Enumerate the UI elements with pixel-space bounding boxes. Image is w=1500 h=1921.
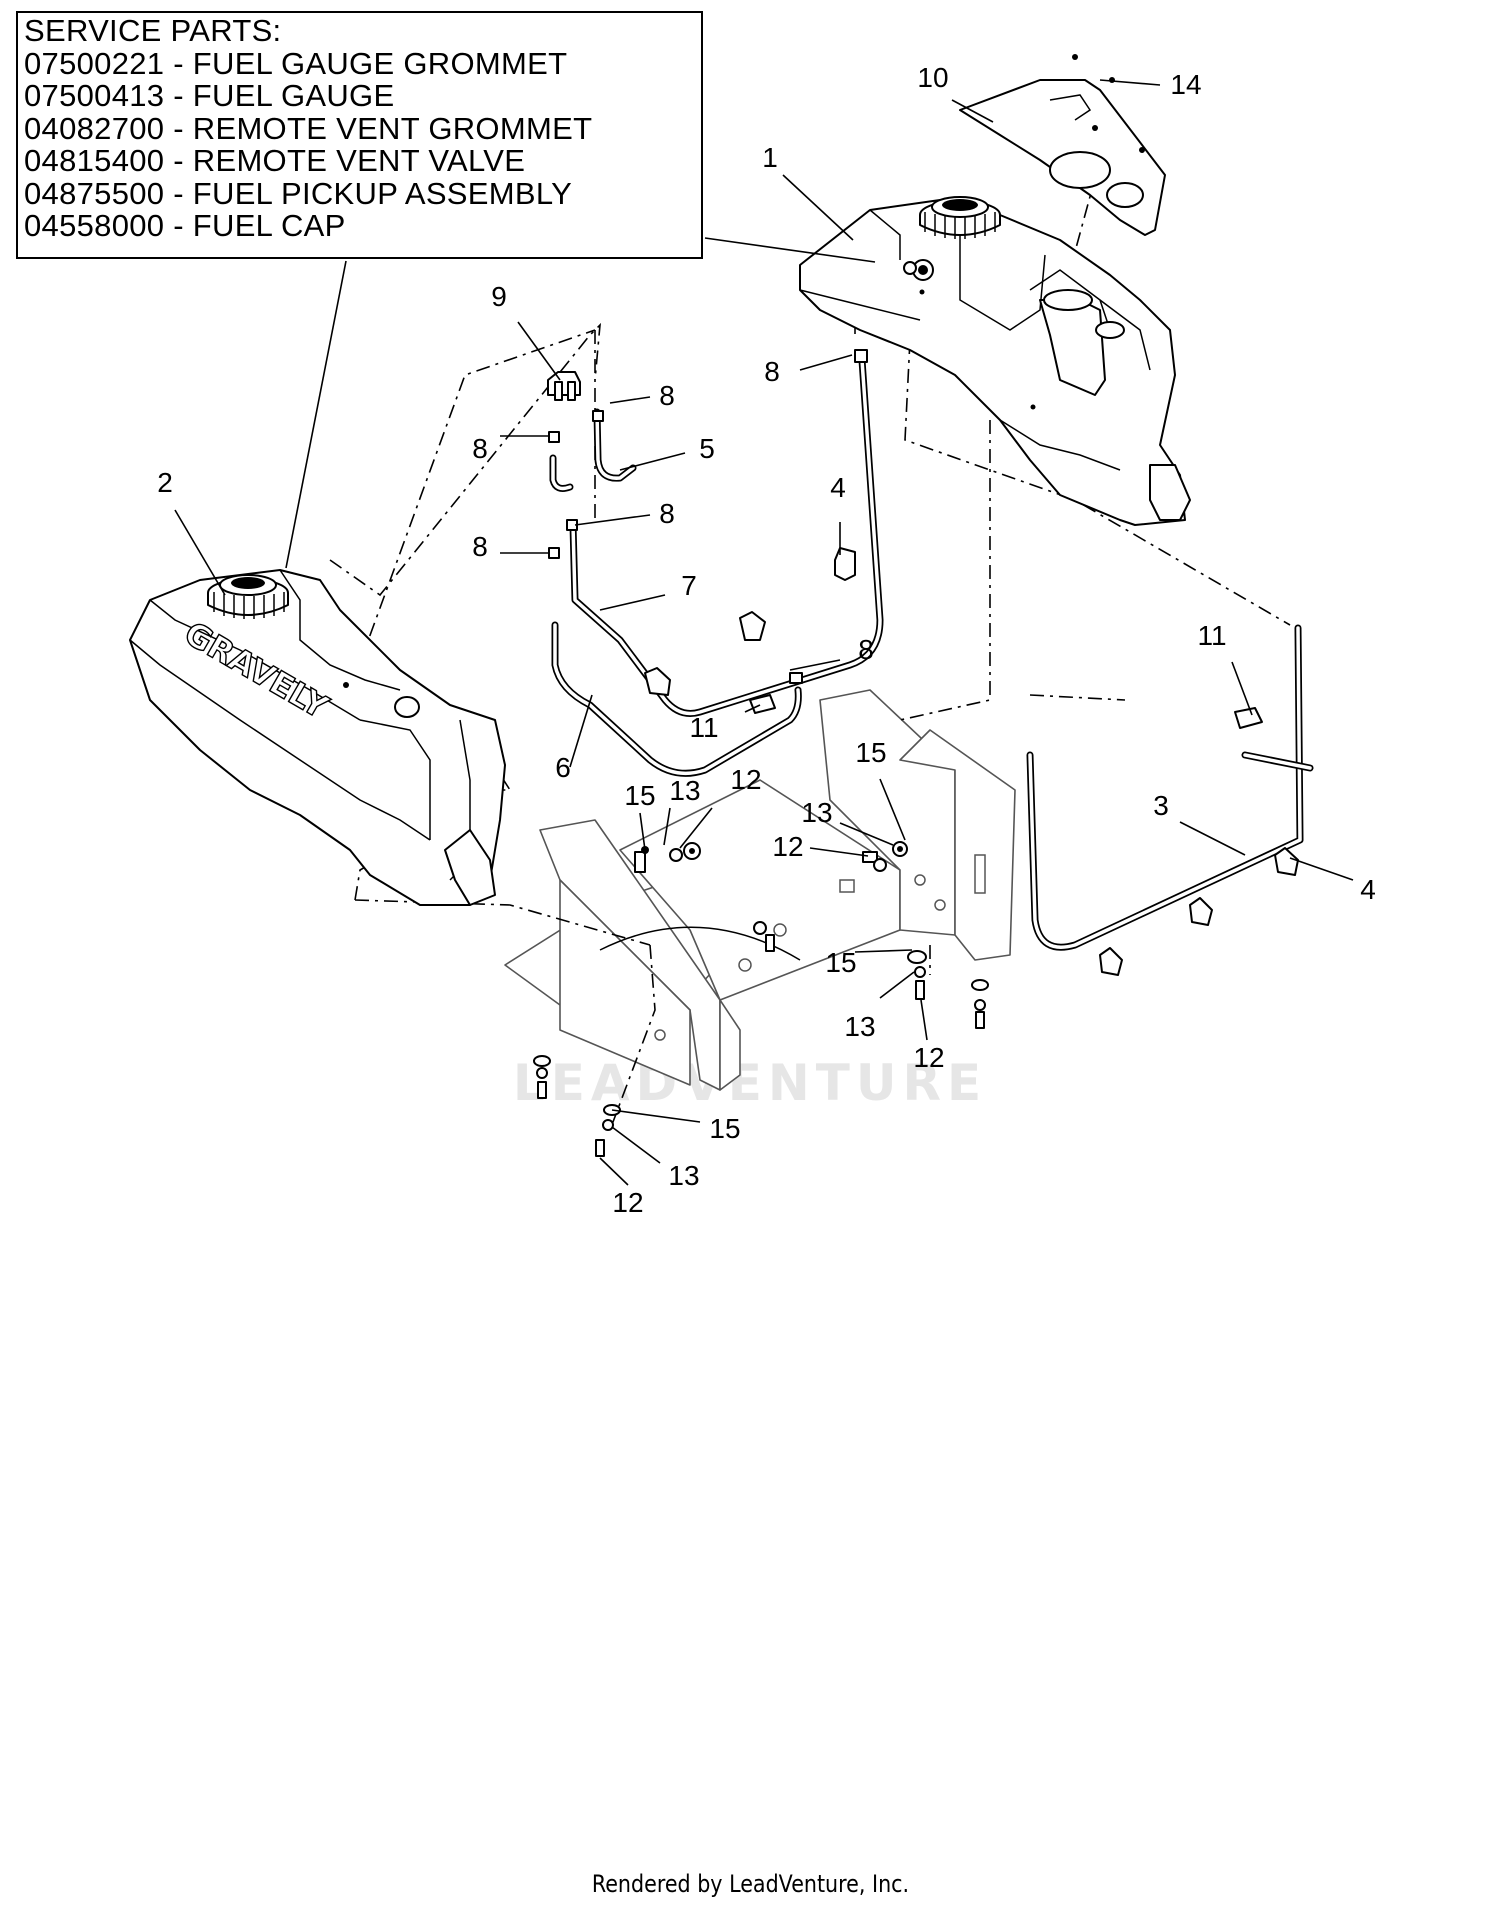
assembly-lines [329,90,1291,1131]
service-part-2: 07500413 - FUEL GAUGE [24,78,395,113]
callout-8d: 8 [659,498,675,529]
callout-13b: 13 [801,797,832,828]
callout-8e: 8 [472,531,488,562]
callout-5: 5 [699,433,715,464]
callout-15a: 15 [624,780,655,811]
callout-12c: 12 [913,1042,944,1073]
callout-14: 14 [1170,69,1201,100]
service-part-6: 04558000 - FUEL CAP [24,208,346,243]
callout-4a: 4 [830,472,846,503]
callout-15b: 15 [855,737,886,768]
callout-2: 2 [157,467,173,498]
callout-3: 3 [1153,790,1169,821]
callout-1: 1 [762,142,778,173]
fuel-tank-2: GRAVELY [129,569,506,906]
footer-text: Rendered by LeadVenture, Inc. [591,1870,909,1898]
callout-7: 7 [681,570,697,601]
leader-lines [174,79,1354,1186]
callout-6: 6 [555,752,571,783]
callout-4b: 4 [1360,874,1376,905]
callout-8f: 8 [858,634,874,665]
fuel-hoses [549,356,1314,951]
service-part-5: 04875500 - FUEL PICKUP ASSEMBLY [24,175,573,211]
callout-11a: 11 [1197,620,1226,651]
hose-fittings [547,349,1299,976]
callout-8c: 8 [472,433,488,464]
footer-credit: Rendered by LeadVenture, Inc. [0,1870,1500,1898]
callout-12a: 12 [730,764,761,795]
callout-8b: 8 [659,380,675,411]
service-parts-box: SERVICE PARTS: 07500221 - FUEL GAUGE GRO… [16,11,703,259]
service-part-4: 04815400 - REMOTE VENT VALVE [24,143,526,178]
chassis-frame [504,689,1016,1091]
service-part-3: 04082700 - REMOTE VENT GROMMET [24,110,593,146]
callout-8a: 8 [764,356,780,387]
callout-numbers: 1 2 3 4 4 5 6 7 8 8 8 8 8 8 9 10 11 11 1… [157,62,1376,1218]
callout-15d: 15 [709,1113,740,1144]
callout-10: 10 [917,62,948,93]
callout-15c: 15 [825,947,856,978]
watermark: LEADVENTURE [513,1054,987,1112]
callout-9: 9 [491,281,507,312]
callout-12b: 12 [772,831,803,862]
fuel-tank-1 [799,196,1191,526]
callout-13c: 13 [844,1011,875,1042]
callout-13a: 13 [669,775,700,806]
callout-11b: 11 [689,712,718,743]
cup-holder-tray-10 [959,54,1166,236]
service-parts-heading: SERVICE PARTS: [24,13,282,48]
service-part-1: 07500221 - FUEL GAUGE GROMMET [24,45,568,81]
fasteners [533,841,989,1157]
callout-13d: 13 [668,1160,699,1191]
callout-12d: 12 [612,1187,643,1218]
